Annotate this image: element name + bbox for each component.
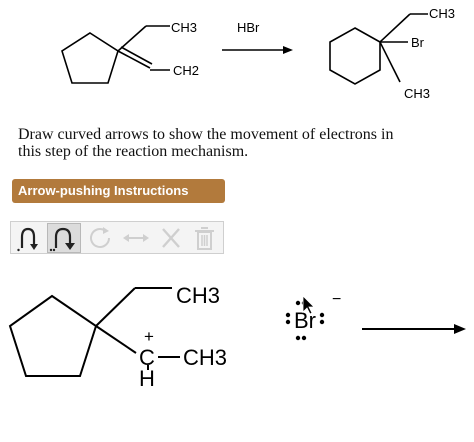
single-electron-arrow-tool[interactable] xyxy=(15,223,45,253)
carbocation-structure xyxy=(8,287,180,377)
question-prompt: Draw curved arrows to show the movement … xyxy=(18,126,438,160)
mechanism-canvas[interactable]: CH3 + C CH3 H Br − xyxy=(0,258,474,442)
resize-arrow-tool[interactable] xyxy=(119,223,153,253)
carbocation-carbon-label: C xyxy=(139,345,155,370)
x-icon xyxy=(162,228,180,248)
electron-pair-arrow-icon xyxy=(49,227,75,252)
reactant-methylene-label: CH2 xyxy=(173,63,199,78)
bromide-label: Br xyxy=(294,308,316,333)
reagent-label: HBr xyxy=(237,20,260,35)
product-bromo-label: Br xyxy=(411,35,425,50)
prompt-line-2: this step of the reaction mechanism. xyxy=(18,143,249,160)
carbocation-methyl-right-label: CH3 xyxy=(183,345,227,370)
electron-pair-arrow-tool[interactable] xyxy=(47,223,81,253)
bromide-charge: − xyxy=(332,291,341,308)
product-methyl-bottom-label: CH3 xyxy=(404,86,430,101)
carbocation-hydrogen-label: H xyxy=(139,366,155,391)
bromide-ion[interactable]: Br − xyxy=(285,291,342,341)
carbocation-charge: + xyxy=(144,327,154,346)
reactant-methyl-label: CH3 xyxy=(171,20,197,35)
rotate-arrow-tool[interactable] xyxy=(85,223,117,253)
mechanism-arrow xyxy=(362,324,466,334)
trash-icon xyxy=(195,227,214,250)
product-structure xyxy=(329,13,428,85)
arrow-toolbar xyxy=(10,221,224,254)
reaction-arrow xyxy=(222,46,293,54)
carbocation-methyl-top-label: CH3 xyxy=(176,283,220,308)
cursor-icon xyxy=(302,295,315,315)
trash-tool[interactable] xyxy=(189,223,219,253)
prompt-line-1: Draw curved arrows to show the movement … xyxy=(18,126,394,143)
reactant-structure xyxy=(61,25,170,84)
single-electron-arrow-icon xyxy=(17,227,38,252)
arrow-pushing-instructions-button[interactable]: Arrow-pushing Instructions xyxy=(12,179,225,203)
product-methyl-top-label: CH3 xyxy=(429,6,455,21)
rotate-icon xyxy=(90,227,110,248)
delete-tool[interactable] xyxy=(155,223,187,253)
double-arrow-icon xyxy=(123,234,149,242)
reaction-scheme: CH3 CH2 HBr CH3 Br CH3 xyxy=(61,6,455,101)
